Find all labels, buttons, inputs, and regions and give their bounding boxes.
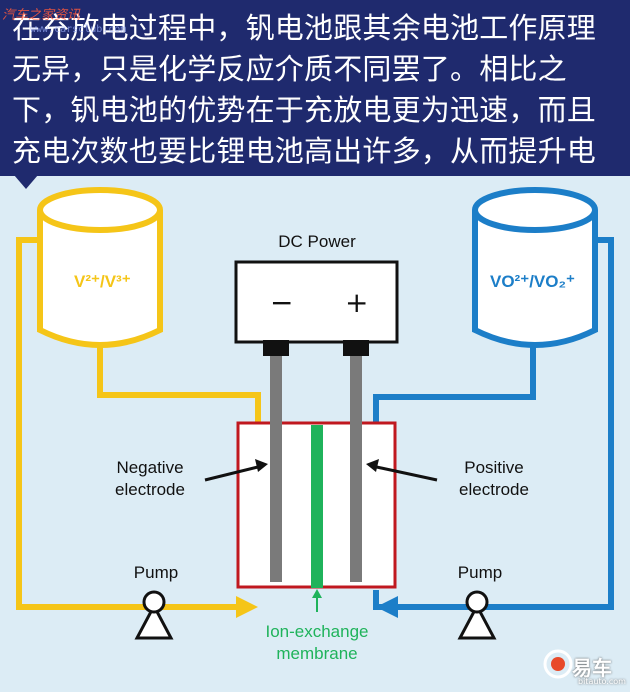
negative-electrode bbox=[270, 356, 282, 582]
positive-electrode-label: Positive electrode bbox=[459, 458, 529, 499]
watermark-text: 汽车之家资讯 bbox=[2, 8, 81, 23]
brand-logo-text: 易车 bbox=[572, 656, 612, 680]
brand-logo-mark bbox=[543, 649, 573, 679]
ion-exchange-membrane bbox=[311, 425, 323, 588]
dc-power-box bbox=[234, 260, 399, 344]
left-electrolyte-loop bbox=[16, 237, 261, 610]
left-pump bbox=[134, 590, 174, 640]
right-tank bbox=[472, 187, 598, 348]
negative-terminal bbox=[263, 340, 289, 356]
positive-terminal bbox=[343, 340, 369, 356]
negative-electrode-label: Negative electrode bbox=[115, 458, 185, 499]
brand-logo: 易车 bitauto.com bbox=[536, 648, 626, 688]
left-tank bbox=[37, 187, 163, 348]
right-pump-label: Pump bbox=[457, 563, 503, 582]
left-pump-label: Pump bbox=[133, 563, 179, 582]
left-tank-label: V²⁺/V³⁺ bbox=[74, 272, 131, 291]
caption-banner: 在充放电过程中，钒电池跟其余电池工作原理无异，只是化学反应介质不同罢了。相比之下… bbox=[0, 0, 630, 209]
left-flow-arrowhead bbox=[236, 596, 258, 618]
minus-symbol: − bbox=[270, 286, 294, 319]
positive-electrode bbox=[350, 356, 362, 582]
negative-pointer bbox=[204, 464, 263, 482]
right-tank-label: VO²⁺/VO₂⁺ bbox=[490, 272, 576, 291]
plus-symbol: + bbox=[345, 286, 369, 319]
right-pump bbox=[457, 590, 497, 640]
right-flow-arrowhead bbox=[376, 596, 398, 618]
positive-pointer bbox=[371, 464, 438, 482]
dc-power-label: DC Power bbox=[278, 232, 356, 251]
caption-pointer bbox=[14, 175, 38, 189]
brand-logo-site: bitauto.com bbox=[578, 677, 626, 686]
watermark-url: www.carsclub.com bbox=[30, 24, 127, 35]
right-electrolyte-loop bbox=[373, 237, 614, 610]
membrane-label: Ion-exchange membrane bbox=[265, 622, 369, 663]
